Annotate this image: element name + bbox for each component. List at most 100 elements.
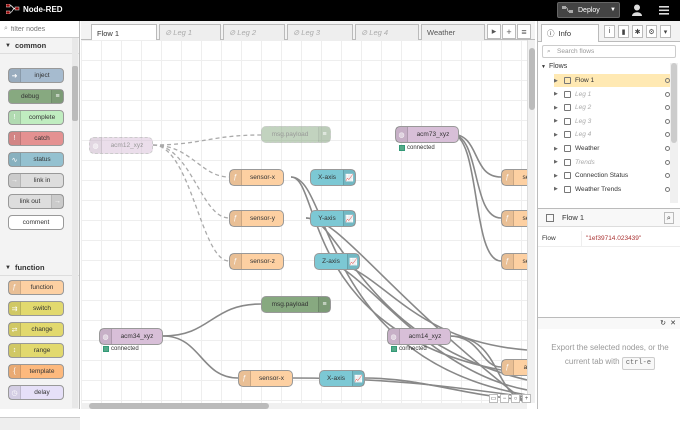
palette-node-change[interactable]: ⇄change xyxy=(8,322,64,337)
scroll-thumb[interactable] xyxy=(72,66,78,121)
category-common[interactable]: ▼common xyxy=(0,38,79,54)
category-function[interactable]: ▼function xyxy=(0,260,79,276)
node-acm14-xyz[interactable]: ◍acm14_xyz xyxy=(387,328,451,345)
canvas-horizontal-scrollbar[interactable] xyxy=(81,403,527,409)
add-tab-icon[interactable]: + xyxy=(502,24,516,39)
flow-canvas[interactable]: ◍acm12_xyz msg.payload≡ ◍acm73_xyz conne… xyxy=(81,40,527,403)
palette-node-inject[interactable]: ➜inject xyxy=(8,68,64,83)
flow-list-item[interactable]: ▶Leg 2 xyxy=(554,101,670,114)
config-icon[interactable]: ⚙ xyxy=(646,25,657,38)
navigator-icon[interactable]: ▭ xyxy=(489,394,498,403)
filter-nodes-input[interactable] xyxy=(10,25,69,33)
chevron-down-icon[interactable]: ▾ xyxy=(660,25,671,38)
node-label: Z-axis xyxy=(322,258,340,265)
flow-list-item[interactable]: ▶Weather Trends xyxy=(554,183,670,196)
tab-leg-1[interactable]: ⊘Leg 1 xyxy=(159,24,221,40)
pulse-icon: ∿ xyxy=(9,153,21,166)
zoom-in-icon[interactable]: + xyxy=(522,394,531,403)
disabled-icon: ⊘ xyxy=(165,28,172,37)
flow-name: Weather Trends xyxy=(575,185,622,193)
palette-node-link-in[interactable]: →link in xyxy=(8,173,64,188)
prop-value: "1ef39714.023439" xyxy=(586,235,642,242)
node-label: X-axis xyxy=(326,375,346,382)
node-label: switch xyxy=(32,305,52,312)
search-flows-input[interactable]: ⌕Search flows xyxy=(542,45,676,58)
node-acm12-xyz[interactable]: ◍acm12_xyz xyxy=(89,137,153,154)
flow-list-item[interactable]: ▶Leg 4 xyxy=(554,128,670,141)
node-function-right-4[interactable]: ƒax xyxy=(501,359,527,376)
canvas-vertical-scrollbar[interactable] xyxy=(527,40,535,403)
flow-list-item[interactable]: ▶Leg 1 xyxy=(554,88,670,101)
node-function-right-3[interactable]: ƒser xyxy=(501,253,527,270)
tab-leg-3[interactable]: ⊘Leg 3 xyxy=(287,24,353,40)
info-icon[interactable]: i xyxy=(604,25,615,38)
palette-node-comment[interactable]: comment xyxy=(8,215,64,230)
node-function-right-2[interactable]: ƒser xyxy=(501,210,527,227)
flow-list-item[interactable]: ▶Connection Status xyxy=(554,169,670,182)
palette-node-link-out[interactable]: link out→ xyxy=(8,194,64,209)
tab-scroll-right-icon[interactable]: ▸ xyxy=(487,24,501,39)
node-acm73-xyz[interactable]: ◍acm73_xyz xyxy=(395,126,459,143)
node-y-axis[interactable]: Y-axis📈 xyxy=(310,210,356,227)
chart-icon: 📈 xyxy=(343,211,355,226)
debug-icon[interactable]: ✱ xyxy=(632,25,643,38)
node-label: link out xyxy=(19,198,41,205)
chevron-down-icon[interactable]: ▼ xyxy=(610,7,616,13)
palette-node-catch[interactable]: !catch xyxy=(8,131,64,146)
zoom-reset-icon[interactable]: ○ xyxy=(511,394,520,403)
palette-node-switch[interactable]: ⇉switch xyxy=(8,301,64,316)
user-icon[interactable] xyxy=(630,3,644,17)
palette-node-complete[interactable]: !complete xyxy=(8,110,64,125)
book-icon[interactable]: ▮ xyxy=(618,25,629,38)
tab-weather[interactable]: Weather xyxy=(421,24,485,40)
palette-node-status[interactable]: ∿status xyxy=(8,152,64,167)
flow-name: Leg 4 xyxy=(575,131,592,139)
tab-leg-2[interactable]: ⊘Leg 2 xyxy=(223,24,285,40)
flow-list-item[interactable]: ▶Leg 3 xyxy=(554,115,670,128)
tab-flow-1[interactable]: Flow 1 xyxy=(91,24,157,41)
disabled-icon xyxy=(665,132,670,138)
node-x-axis-1[interactable]: X-axis📈 xyxy=(310,169,356,186)
palette-scrollbar[interactable] xyxy=(72,38,78,408)
node-x-axis-2[interactable]: X-axis📈 xyxy=(319,370,365,387)
node-acm34-xyz[interactable]: ◍acm34_xyz xyxy=(99,328,163,345)
sidebar-scrollbar[interactable] xyxy=(670,63,678,203)
flow-list-item[interactable]: ▶Flow 1 xyxy=(554,74,670,87)
scroll-thumb[interactable] xyxy=(89,403,269,409)
node-msg-payload-2[interactable]: msg.payload≡ xyxy=(261,296,331,313)
node-msg-payload-1[interactable]: msg.payload≡ xyxy=(261,126,331,143)
zoom-controls: ▭ − ○ + xyxy=(489,394,531,406)
tab-leg-4[interactable]: ⊘Leg 4 xyxy=(355,24,419,40)
flow-list-item[interactable]: ▶Weather xyxy=(554,142,670,155)
zoom-out-icon[interactable]: − xyxy=(500,394,509,403)
shortcut-key: ctrl-e xyxy=(621,357,656,370)
node-function-right-1[interactable]: ƒser xyxy=(501,169,527,186)
status-connected: connected xyxy=(103,346,139,352)
flows-tree-header[interactable]: ▼Flows xyxy=(541,63,567,70)
flow-icon xyxy=(564,117,571,125)
status-label: connected xyxy=(111,346,139,352)
palette-node-delay[interactable]: ◷delay xyxy=(8,385,64,400)
node-z-axis[interactable]: Z-axis📈 xyxy=(314,253,360,270)
function-icon: ƒ xyxy=(502,170,514,185)
scroll-thumb[interactable] xyxy=(529,48,535,110)
search-icon[interactable]: ⌕ xyxy=(663,211,674,224)
status-icon xyxy=(665,186,670,192)
deploy-button[interactable]: Deploy ▼ xyxy=(557,2,620,18)
scroll-thumb[interactable] xyxy=(671,63,677,143)
flow-list-item[interactable]: ▶Trends xyxy=(554,156,670,169)
palette-node-debug[interactable]: debug≡ xyxy=(8,89,64,104)
palette-node-template[interactable]: {template xyxy=(8,364,64,379)
node-label: msg.payload xyxy=(271,301,309,308)
tab-list-icon[interactable]: ≡ xyxy=(517,24,531,39)
refresh-icon[interactable]: ↻ xyxy=(660,320,666,327)
close-icon[interactable]: ✕ xyxy=(670,320,676,327)
palette-node-range[interactable]: ↕range xyxy=(8,343,64,358)
menu-icon[interactable] xyxy=(658,4,670,16)
